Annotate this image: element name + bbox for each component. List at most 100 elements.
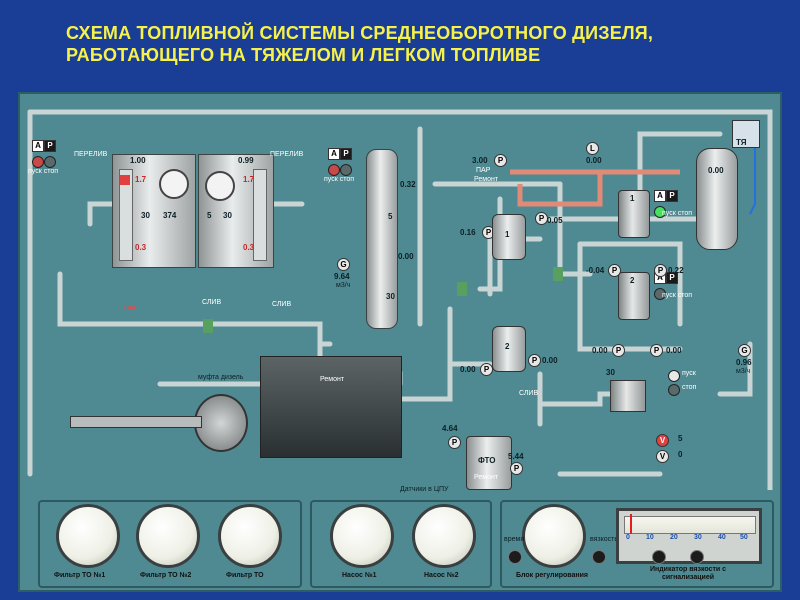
label-par-arrow: ПАР	[476, 167, 491, 174]
gauge-label-6: Блок регулирования	[516, 572, 589, 579]
pressure-icon-005: P	[535, 212, 548, 225]
scale-0: 0	[626, 534, 630, 541]
level-icon-top: L	[586, 142, 599, 155]
page-title: СХЕМА ТОПЛИВНОЙ СИСТЕМЫ СРЕДНЕОБОРОТНОГО…	[66, 22, 796, 66]
pressure-icon-000d: P	[650, 344, 663, 357]
pressure-000b: 0.00	[542, 356, 558, 365]
pressure-016: 0.16	[460, 228, 476, 237]
pump1-auto: А	[654, 190, 666, 202]
tank-right-gauge	[253, 169, 267, 261]
auto-indicator-left: А	[32, 140, 44, 152]
gauge-pump-2	[412, 504, 476, 568]
label-par-left: ПАР	[124, 305, 139, 312]
pump-2	[618, 272, 650, 320]
tank-right-red2: 0.3	[243, 243, 255, 252]
vyazkost-label: вязкость	[590, 536, 619, 543]
v-icon-2: V	[656, 450, 669, 463]
regulator	[610, 380, 646, 412]
muftа-label: муфта дизель	[198, 374, 244, 381]
pusk-stop-label-right: пуск стоп	[324, 176, 355, 183]
tank-left-red2: 0.3	[135, 243, 147, 252]
viscosity-knob-left[interactable]	[652, 550, 666, 564]
fto-remont: Ремонт	[474, 474, 499, 481]
manual-indicator-right: Р	[340, 148, 352, 160]
pump2-pusk-stop: пуск стоп	[662, 292, 693, 299]
pressure-464: 4.64	[442, 424, 458, 433]
remont-label-top: Ремонт	[474, 176, 499, 183]
stop-button-right[interactable]	[340, 164, 352, 176]
scale-30: 30	[694, 534, 702, 541]
pump1-manual: Р	[666, 190, 678, 202]
pressure-000c: 0.00	[592, 346, 608, 355]
tank-right-dial	[205, 171, 235, 201]
flow2-value: 0.96	[736, 358, 752, 367]
pressure-000d: 0.00	[666, 346, 682, 355]
label-sliv-right: СЛИВ	[272, 301, 292, 308]
label-pererliv-right: ПЕРЕЛИВ	[270, 151, 304, 158]
pressure-005: 0.05	[547, 216, 563, 225]
viscosity-pointer	[630, 514, 632, 534]
pump2-stop-indicator[interactable]	[654, 288, 666, 300]
ty-box	[732, 120, 760, 148]
remont-engine-label: Ремонт	[320, 376, 345, 383]
pressure-icon-300: P	[494, 154, 507, 167]
pressure-icon-022: P	[654, 264, 667, 277]
pressure-icon-000b: P	[528, 354, 541, 367]
gauge-label-5: Насос №2	[424, 572, 459, 579]
stop-button-left[interactable]	[44, 156, 56, 168]
gauge-regulation	[522, 504, 586, 568]
flow1-value: 9.64	[334, 272, 350, 281]
pressure-icon-004: P	[608, 264, 621, 277]
pusk-stop-label-left: пуск стоп	[28, 168, 59, 175]
pump-2-number: 2	[630, 276, 635, 285]
tank-right: 5 30 1.7 0.3	[198, 154, 274, 268]
fto-label: ФТО	[478, 456, 496, 465]
pump-1	[618, 190, 650, 238]
pressure-000a: 0.00	[460, 365, 476, 374]
start-button-left[interactable]	[32, 156, 44, 168]
filter-1	[492, 214, 526, 260]
tank-right-volume: 30	[223, 211, 232, 220]
tank-left-level: 1.00	[130, 156, 146, 165]
label-sliv-filter: СЛИВ	[519, 390, 539, 397]
viscosity-scale	[624, 516, 756, 534]
gauge-label-1: Фильтр ТО №1	[54, 572, 106, 579]
vremya-label: время	[504, 536, 525, 543]
flywheel	[194, 394, 248, 452]
pressure-300: 3.00	[472, 156, 488, 165]
reg-stop-label: стоп	[682, 384, 697, 391]
column-5: 5	[388, 212, 393, 221]
gauge-filter-to-1	[56, 504, 120, 568]
diesel-engine	[260, 356, 402, 458]
scale-20: 20	[670, 534, 678, 541]
flow1-unit: м3/ч	[336, 282, 351, 289]
vremya-button[interactable]	[508, 550, 522, 564]
flow2-unit: м3/ч	[736, 368, 751, 375]
pressure-icon-000c: P	[612, 344, 625, 357]
auto-indicator-right: А	[328, 148, 340, 160]
pressure-icon-000a: P	[480, 363, 493, 376]
reg-pusk-button[interactable]	[668, 370, 680, 382]
gauge-filter-to	[218, 504, 282, 568]
pressure-004: -0.04	[586, 266, 605, 275]
start-button-right[interactable]	[328, 164, 340, 176]
pump1-pusk-stop: пуск стоп	[662, 210, 693, 217]
ty-label: ТЯ	[736, 138, 747, 147]
filter-1-number: 1	[505, 230, 510, 239]
v2-value: 0	[678, 450, 683, 459]
vyazkost-button[interactable]	[592, 550, 606, 564]
tank-right-red1: 1.7	[243, 175, 255, 184]
reg-stop-button[interactable]	[668, 384, 680, 396]
pump1-stop-indicator[interactable]	[654, 206, 666, 218]
scale-10: 10	[646, 534, 654, 541]
tank-right-temp: 5	[207, 211, 212, 220]
pump2-manual: Р	[666, 272, 678, 284]
gauge-label-3: Фильтр ТО	[226, 572, 264, 579]
v-icon-1: V	[656, 434, 669, 447]
title-line-2: РАБОТАЮЩЕГО НА ТЯЖЕЛОМ И ЛЕГКОМ ТОПЛИВЕ	[66, 45, 541, 65]
pressure-544: 5.44	[508, 452, 524, 461]
viscosity-knob-right[interactable]	[690, 550, 704, 564]
temp-30: 30	[606, 368, 615, 377]
tank-left-level-fill	[120, 175, 130, 185]
manual-indicator-left: Р	[44, 140, 56, 152]
